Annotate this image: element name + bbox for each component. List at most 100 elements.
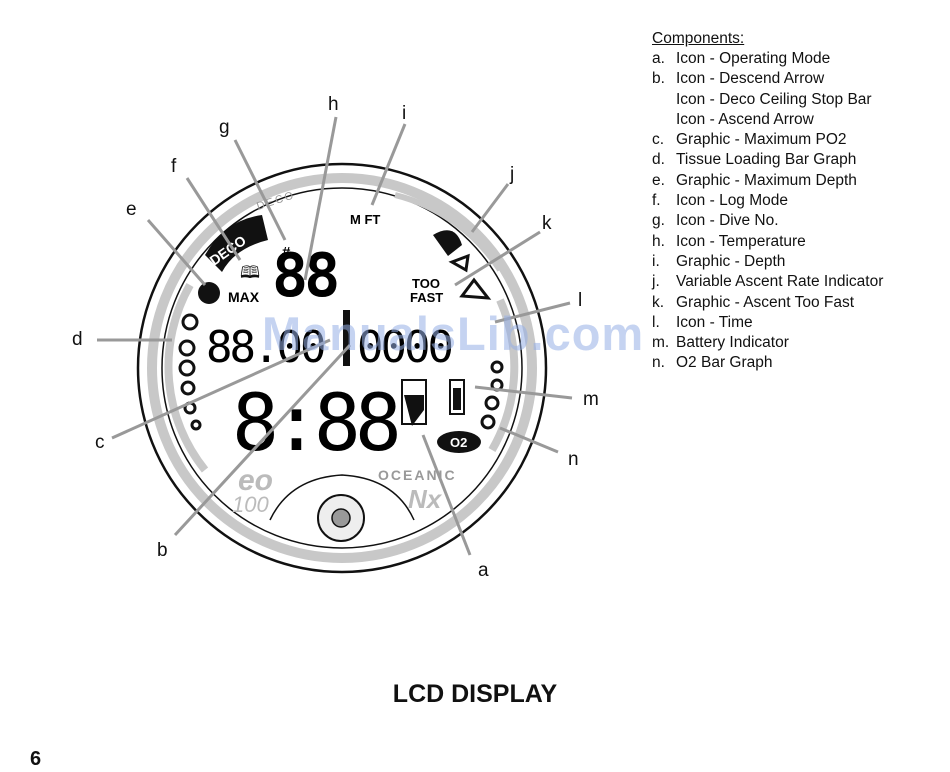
main-time-digits: 8:88 bbox=[232, 379, 397, 469]
component-item: Icon - Deco Ceiling Stop Bar bbox=[652, 90, 883, 110]
callout-g: g bbox=[219, 117, 230, 138]
leader-h bbox=[303, 116, 338, 281]
too-label: TOO bbox=[412, 276, 440, 291]
callout-m: m bbox=[583, 389, 599, 410]
callout-h: h bbox=[328, 94, 339, 115]
tissue-bar-segment bbox=[178, 359, 196, 377]
ascent-rate-track bbox=[394, 192, 503, 272]
component-key: f. bbox=[652, 192, 661, 210]
tissue-bar-segment bbox=[180, 380, 196, 396]
component-key: n. bbox=[652, 354, 665, 372]
log-mode-icon: 🕮 bbox=[240, 263, 260, 282]
figure-caption: LCD DISPLAY bbox=[392, 680, 558, 708]
component-text: Icon - Temperature bbox=[676, 232, 806, 250]
component-text: Variable Ascent Rate Indicator bbox=[676, 273, 884, 291]
component-key: k. bbox=[652, 293, 665, 311]
ascent-rate-segment-mid bbox=[448, 253, 470, 273]
battery-icon bbox=[449, 379, 465, 415]
component-text: Graphic - Maximum Depth bbox=[676, 171, 857, 189]
component-text: Graphic - Depth bbox=[676, 252, 786, 270]
logo-number: 100 bbox=[232, 492, 269, 517]
component-key: c. bbox=[652, 131, 665, 149]
page-number: 6 bbox=[30, 748, 42, 770]
leader-j bbox=[470, 183, 510, 233]
callout-k: k bbox=[542, 213, 552, 234]
components-title: Components: bbox=[652, 30, 745, 47]
operating-mode-icon bbox=[401, 379, 427, 425]
battery-level bbox=[453, 388, 461, 410]
leader-e bbox=[146, 219, 207, 286]
deco-badge bbox=[205, 215, 268, 272]
callout-l: l bbox=[578, 290, 582, 311]
callout-i: i bbox=[402, 103, 406, 124]
component-item: m. Battery Indicator bbox=[652, 333, 883, 353]
component-key: a. bbox=[652, 50, 665, 67]
component-text: Graphic - Ascent Too Fast bbox=[676, 293, 855, 311]
components-list: a. Icon - Operating Mode b. Icon - Descend … bbox=[652, 49, 883, 374]
device-inner-ring bbox=[161, 187, 523, 549]
leader-n bbox=[499, 426, 559, 454]
component-text: Icon - Log Mode bbox=[676, 192, 789, 210]
callout-f: f bbox=[171, 156, 177, 177]
callout-d: d bbox=[72, 329, 83, 350]
leader-l bbox=[494, 301, 571, 324]
o2-badge bbox=[437, 431, 481, 453]
callout-j: j bbox=[509, 164, 514, 185]
component-item: a. Icon - Operating Mode bbox=[652, 49, 883, 69]
o2-bar-graph bbox=[480, 360, 504, 430]
component-text: Tissue Loading Bar Graph bbox=[676, 151, 857, 169]
component-text: Icon - Deco Ceiling Stop Bar bbox=[676, 90, 872, 108]
component-item: Icon - Ascend Arrow bbox=[652, 110, 883, 130]
callout-n: n bbox=[568, 449, 579, 470]
component-text: Battery Indicator bbox=[676, 334, 789, 352]
max-po2-digits: 88.00 bbox=[206, 322, 324, 373]
component-item: k. Graphic - Ascent Too Fast bbox=[652, 293, 883, 313]
component-text: Icon - Ascend Arrow bbox=[676, 110, 814, 128]
component-item: b. Icon - Descend Arrow bbox=[652, 69, 883, 89]
component-item: i. Graphic - Depth bbox=[652, 252, 883, 272]
device-bezel bbox=[147, 173, 537, 563]
component-key: j. bbox=[652, 273, 660, 291]
depth-unit-label: M FT bbox=[350, 212, 380, 227]
component-item: d. Tissue Loading Bar Graph bbox=[652, 150, 883, 170]
component-key: g. bbox=[652, 212, 665, 230]
component-key: h. bbox=[652, 232, 665, 250]
operating-mode-diver bbox=[404, 395, 424, 426]
logo-label: eo bbox=[238, 464, 273, 497]
model-label: Nx bbox=[408, 484, 443, 514]
component-text: O2 Bar Graph bbox=[676, 354, 773, 372]
component-key: b. bbox=[652, 70, 665, 88]
component-text: Icon - Time bbox=[676, 313, 753, 331]
leader-i bbox=[370, 123, 407, 206]
component-key: l. bbox=[652, 313, 660, 331]
callout-c: c bbox=[95, 432, 105, 453]
tissue-bar-segment bbox=[190, 419, 202, 431]
o2-bar-segment bbox=[484, 395, 500, 411]
component-text: Icon - Dive No. bbox=[676, 212, 779, 230]
component-item: l. Icon - Time bbox=[652, 313, 883, 333]
leader-a bbox=[421, 434, 472, 556]
tissue-bar-segment bbox=[181, 313, 199, 331]
tissue-bar-segment bbox=[178, 339, 196, 357]
watermark: ManualsLib.com bbox=[262, 307, 645, 360]
component-key: m. bbox=[652, 334, 670, 352]
component-item: f. Icon - Log Mode bbox=[652, 191, 883, 211]
leader-f bbox=[185, 177, 242, 261]
ascent-too-fast-triangle bbox=[459, 277, 492, 300]
component-key: d. bbox=[652, 151, 665, 169]
component-key: i. bbox=[652, 252, 660, 270]
brand-label: OCEANIC bbox=[378, 467, 457, 483]
max-depth-dot bbox=[198, 282, 220, 304]
callout-b: b bbox=[157, 540, 168, 561]
component-text: Icon - Operating Mode bbox=[676, 50, 831, 67]
component-item: j. Variable Ascent Rate Indicator bbox=[652, 272, 883, 292]
component-key: e. bbox=[652, 171, 665, 189]
component-text: Icon - Descend Arrow bbox=[676, 70, 825, 88]
component-text: Graphic - Maximum PO2 bbox=[676, 131, 847, 149]
dive-no-icon: # bbox=[282, 244, 291, 261]
tissue-bar-track bbox=[164, 283, 209, 473]
leader-g bbox=[233, 139, 287, 241]
component-item: n. O2 Bar Graph bbox=[652, 353, 883, 373]
device-button-housing bbox=[269, 474, 415, 521]
